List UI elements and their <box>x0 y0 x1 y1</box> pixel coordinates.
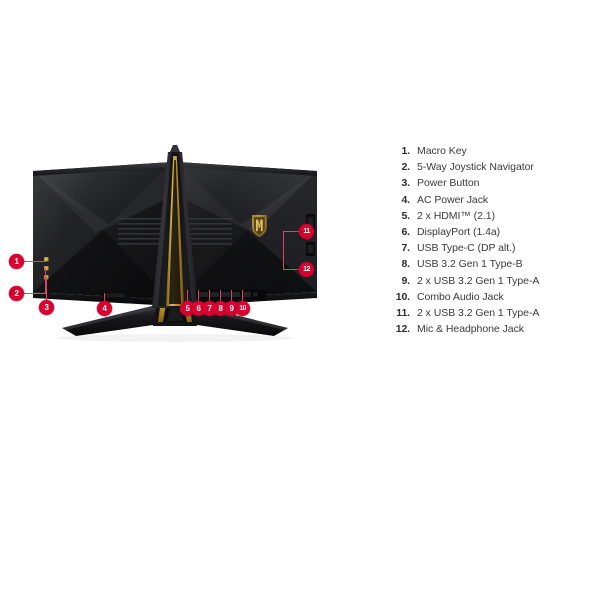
ac-power-jack-recess <box>103 292 127 299</box>
callout-legend-list: 1. Macro Key 2. 5-Way Joystick Navigator… <box>388 145 593 339</box>
ventilation-grille <box>118 218 232 245</box>
monitor-rear-panel <box>33 162 317 306</box>
legend-number: 9. <box>401 274 410 287</box>
leader-line-9 <box>231 290 232 306</box>
legend-label: 2 x HDMI™ (2.1) <box>417 209 496 222</box>
legend-number: 6. <box>401 225 410 238</box>
leader-line-8 <box>220 290 221 306</box>
legend-number: 11. <box>396 306 410 319</box>
monitor-rear-view-svg <box>33 145 317 342</box>
legend-number: 5. <box>401 209 410 222</box>
legend-label: DisplayPort (1.4a) <box>417 225 501 238</box>
legend-item: 9. 2 x USB 3.2 Gen 1 Type-A <box>388 275 593 291</box>
legend-label: Combo Audio Jack <box>417 290 504 303</box>
legend-number: 3. <box>401 177 410 190</box>
legend-label: Macro Key <box>417 145 467 157</box>
leader-line-5 <box>187 290 188 306</box>
legend-number: 12. <box>395 323 410 336</box>
legend-number: 10. <box>395 290 410 303</box>
legend-item: 4. AC Power Jack <box>388 194 593 210</box>
leader-line-4 <box>104 293 105 307</box>
callout-marker-12[interactable]: 12 <box>299 262 314 277</box>
msi-dragon-shield-logo <box>252 215 267 238</box>
leader-line-11-12-vert <box>283 231 284 269</box>
leader-line-11 <box>283 231 301 232</box>
legend-number: 7. <box>401 242 410 255</box>
legend-label: Power Button <box>417 177 480 190</box>
legend-item: 7. USB Type-C (DP alt.) <box>388 242 593 258</box>
legend-item: 12. Mic & Headphone Jack <box>388 323 593 339</box>
legend-item: 3. Power Button <box>388 177 593 193</box>
legend-label: Mic & Headphone Jack <box>417 323 524 336</box>
callout-marker-10[interactable]: 10 <box>235 301 250 316</box>
leader-line-2 <box>16 293 46 294</box>
leader-line-12 <box>283 269 301 270</box>
legend-label: 2 x USB 3.2 Gen 1 Type-A <box>417 306 540 319</box>
leader-line-2-vert <box>45 268 46 293</box>
legend-label: AC Power Jack <box>417 193 489 206</box>
legend-item: 8. USB 3.2 Gen 1 Type-B <box>388 258 593 274</box>
legend-item: 11. 2 x USB 3.2 Gen 1 Type-A <box>388 307 593 323</box>
legend-label: USB 3.2 Gen 1 Type-B <box>417 258 523 271</box>
callout-marker-11[interactable]: 11 <box>299 224 314 239</box>
leader-line-1 <box>16 261 46 262</box>
callout-marker-4[interactable]: 4 <box>97 301 112 316</box>
callout-marker-3[interactable]: 3 <box>39 300 54 315</box>
leader-line-6 <box>198 290 199 306</box>
legend-number: 8. <box>401 258 410 271</box>
legend-item: 5. 2 x HDMI™ (2.1) <box>388 210 593 226</box>
leader-line-10 <box>242 290 243 306</box>
legend-label: 5-Way Joystick Navigator <box>417 161 534 174</box>
legend-item: 10. Combo Audio Jack <box>388 291 593 307</box>
callout-marker-2[interactable]: 2 <box>9 286 24 301</box>
legend-number: 1. <box>401 145 410 157</box>
legend-item: 6. DisplayPort (1.4a) <box>388 226 593 242</box>
legend-number: 2. <box>401 161 410 174</box>
leader-line-7 <box>209 290 210 306</box>
legend-item: 2. 5-Way Joystick Navigator <box>388 161 593 177</box>
legend-item: 1. Macro Key <box>388 145 593 161</box>
legend-number: 4. <box>401 193 410 206</box>
monitor-neck-column <box>152 145 198 308</box>
callout-marker-1[interactable]: 1 <box>9 254 24 269</box>
leader-line-3 <box>46 277 47 305</box>
legend-label: 2 x USB 3.2 Gen 1 Type-A <box>417 274 540 287</box>
legend-label: USB Type-C (DP alt.) <box>417 242 516 255</box>
monitor-illustration <box>0 130 350 360</box>
